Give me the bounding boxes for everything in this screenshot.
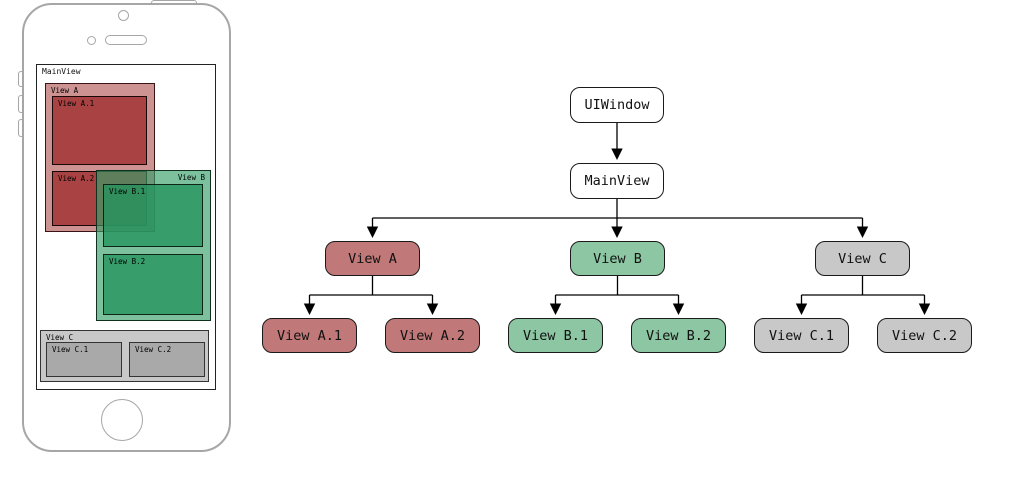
tree-node-view-b2: View B.2 <box>631 318 726 353</box>
view-a1-label: View A.1 <box>58 99 95 108</box>
view-b-box: View B View B.1 View B.2 <box>96 170 211 321</box>
view-b2-label: View B.2 <box>109 257 146 266</box>
view-c1-box: View C.1 <box>46 342 122 377</box>
mainview-label: MainView <box>42 67 81 76</box>
tree-node-view-a: View A <box>325 241 420 276</box>
speaker-icon <box>105 35 147 45</box>
tree-node-view-b1: View B.1 <box>508 318 603 353</box>
view-a1-box: View A.1 <box>52 96 147 165</box>
sensor-icon <box>87 36 96 45</box>
tree-node-mainview: MainView <box>570 163 664 199</box>
view-c2-label: View C.2 <box>135 345 172 354</box>
view-a-label: View A <box>51 86 79 95</box>
tree-node-view-a2: View A.2 <box>385 318 480 353</box>
view-c-box: View C View C.1 View C.2 <box>40 330 209 382</box>
iphone-mockup: MainView View A View A.1 View A.2 View B… <box>22 3 231 452</box>
view-b1-box: View B.1 <box>103 184 203 247</box>
view-b1-label: View B.1 <box>109 187 146 196</box>
tree-node-view-a1: View A.1 <box>262 318 357 353</box>
camera-icon <box>118 10 129 21</box>
phone-screen: MainView View A View A.1 View A.2 View B… <box>36 64 216 390</box>
view-a2-label: View A.2 <box>58 174 95 183</box>
home-button <box>101 399 143 441</box>
tree-node-view-c1: View C.1 <box>754 318 849 353</box>
view-c1-label: View C.1 <box>52 345 89 354</box>
view-c-label: View C <box>46 333 74 342</box>
view-b2-box: View B.2 <box>103 254 203 315</box>
tree-node-view-b: View B <box>570 241 665 276</box>
tree-node-uiwindow: UIWindow <box>570 87 664 123</box>
view-b-label: View B <box>177 173 205 182</box>
tree-node-view-c2: View C.2 <box>877 318 972 353</box>
view-c2-box: View C.2 <box>129 342 205 377</box>
tree-node-view-c: View C <box>815 241 910 276</box>
